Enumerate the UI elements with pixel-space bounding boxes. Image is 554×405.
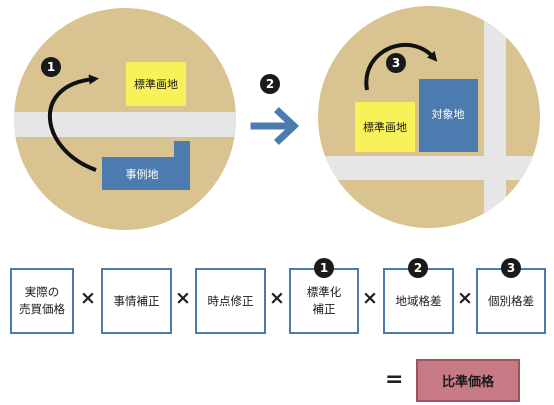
comparative-price-result: 比準価格 bbox=[416, 359, 520, 402]
left-curved-arrow bbox=[48, 74, 99, 172]
step-3-badge-right-number: 3 bbox=[392, 56, 400, 70]
factor-time-adjustment-label: 時点修正 bbox=[207, 293, 254, 308]
step-3-badge-formula: 3 bbox=[501, 258, 521, 278]
step-2-badge-transition bbox=[260, 74, 280, 94]
right-scene: 標準画地 対象地 3 bbox=[318, 6, 540, 228]
right-road-vertical bbox=[484, 6, 506, 228]
factor-actual-price: 実際の売買価格 bbox=[10, 268, 74, 334]
right-road-horizontal bbox=[318, 156, 540, 180]
factor-circumstance-correction-label: 事情補正 bbox=[113, 293, 160, 308]
step-1-badge-left-number: 1 bbox=[47, 60, 55, 74]
factor-time-adjustment: 時点修正 bbox=[195, 268, 266, 334]
factor-individual-difference-label: 個別格差 bbox=[488, 293, 534, 308]
left-road bbox=[14, 112, 236, 137]
example-site bbox=[102, 141, 190, 190]
reference-site-left-label: 標準画地 bbox=[134, 77, 178, 91]
multiply-operator-4: × bbox=[362, 287, 378, 309]
factor-actual-price-line-2: 売買価格 bbox=[19, 302, 65, 316]
multiply-operator-5: × bbox=[457, 287, 473, 309]
transition-arrow-icon bbox=[250, 107, 300, 145]
equals-sign: = bbox=[385, 367, 404, 392]
left-scene: 標準画地 事例地 1 bbox=[14, 8, 236, 230]
transition: 2 bbox=[250, 74, 300, 145]
example-site-label: 事例地 bbox=[126, 167, 159, 181]
step-2-badge-transition-number: 2 bbox=[266, 77, 274, 91]
multiply-operator-1: × bbox=[80, 287, 96, 309]
factor-standardization-line-1: 標準化 bbox=[306, 285, 342, 299]
step-3-badge-right bbox=[386, 53, 406, 73]
right-curved-arrow bbox=[364, 42, 438, 91]
factor-individual-difference: 個別格差 bbox=[476, 268, 546, 334]
factor-circumstance-correction: 事情補正 bbox=[101, 268, 172, 334]
factor-standardization-line-2: 補正 bbox=[312, 302, 336, 316]
factor-actual-price-line-1: 実際の bbox=[24, 285, 60, 299]
multiply-operator-2: × bbox=[175, 287, 191, 309]
step-1-badge-formula: 1 bbox=[314, 258, 334, 278]
factor-regional-difference-label: 地域格差 bbox=[395, 293, 442, 308]
reference-site-right bbox=[355, 102, 415, 152]
multiply-operator-3: × bbox=[269, 287, 285, 309]
factor-standardization: 標準化補正 bbox=[289, 268, 359, 334]
comparative-price-result-label: 比準価格 bbox=[441, 375, 494, 390]
target-site bbox=[419, 79, 478, 152]
step-2-badge-formula: 2 bbox=[408, 258, 428, 278]
reference-site-left bbox=[126, 62, 186, 106]
factor-regional-difference: 地域格差 bbox=[383, 268, 454, 334]
target-site-label: 対象地 bbox=[432, 107, 465, 121]
step-1-badge-left bbox=[41, 57, 61, 77]
reference-site-right-label: 標準画地 bbox=[363, 120, 407, 134]
